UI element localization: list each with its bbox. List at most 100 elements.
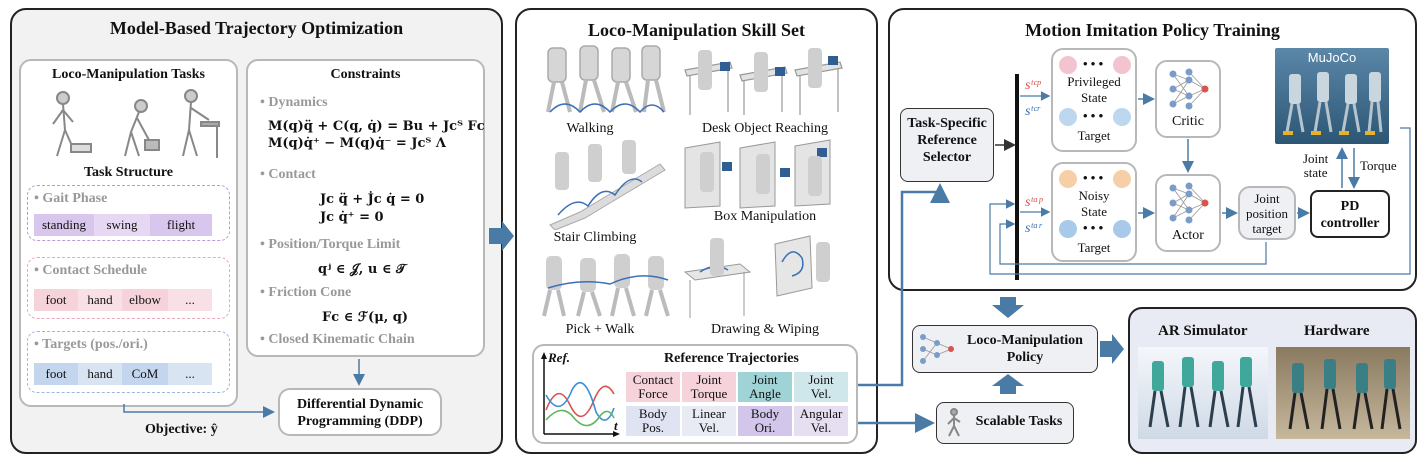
chip-line: Joint (808, 372, 834, 387)
contact-schedule-label: • Contact Schedule (34, 263, 148, 278)
policy-network-icon (920, 334, 954, 364)
reference-selector: Task-Specific Reference Selector (900, 108, 994, 182)
constraints-box: Constraints • Dynamics M(q)q̈ + C(q, q̇)… (246, 59, 485, 357)
chip-line: Angular (799, 406, 843, 421)
panel-title: Loco-Manipulation Skill Set (587, 20, 806, 40)
contact-chip: elbow (122, 289, 168, 311)
pd-line: controller (1320, 216, 1380, 231)
torque-label: Torque (1360, 158, 1397, 173)
policy-line: Policy (1006, 350, 1044, 365)
reference-title: Reference Trajectories (664, 351, 799, 366)
targets-label: • Targets (pos./ori.) (34, 337, 148, 352)
tasks-box: Loco-Manipulation Tasks Task Structure •… (19, 59, 238, 407)
scalable-label: Scalable Tasks (975, 414, 1063, 429)
target-chip: ... (168, 363, 212, 385)
joint-state-label: Joint state (1303, 152, 1328, 180)
ddp-line1: Differential Dynamic (296, 397, 424, 412)
target-chip: hand (78, 363, 122, 385)
jpt-line: position (1246, 206, 1288, 221)
chip-line: Vel. (810, 420, 832, 435)
state-label: State (1081, 90, 1107, 105)
friction-eq: Fc ∈ ℱ(μ, q) (322, 310, 408, 325)
chip-line: Body (638, 406, 668, 421)
jpt-line: Joint (1254, 191, 1280, 206)
chip-line: Body (750, 406, 780, 421)
target-dot (1059, 108, 1077, 126)
gait-phase-group: • Gait Phase standing swing flight (27, 185, 230, 241)
box-manipulation-figure (684, 139, 831, 209)
dynamics-label: • Dynamics (260, 95, 328, 110)
chip-line: Ori. (754, 420, 776, 435)
limit-label: • Position/Torque Limit (260, 237, 401, 252)
chip-line: Contact (632, 372, 674, 387)
hardware-robots (1288, 359, 1402, 430)
jpt-line: target (1252, 221, 1282, 236)
panel-title: Motion Imitation Policy Training (1025, 20, 1280, 40)
ar-simulator-title: AR Simulator (1158, 323, 1248, 339)
target-dot (1059, 220, 1077, 238)
time-axis-label: t (614, 418, 618, 433)
contact-eq: Jc q̈ + J̇c q̇ = 0 (320, 192, 425, 207)
limit-eq: qʲ ∈ 𝒥, u ∈ 𝒯 (318, 262, 406, 277)
critic-network: Critic (1155, 60, 1221, 138)
joint-state-line: Joint (1303, 151, 1329, 166)
scalable-tasks: Scalable Tasks (936, 402, 1074, 444)
neural-net-icon (1169, 182, 1209, 224)
target-label: Target (1077, 240, 1111, 255)
ellipsis: • • • (1083, 220, 1104, 235)
dynamics-impact-eq: M(q)q̇⁺ − M(q)q̇⁻ = Jcᵀ Λ (268, 136, 446, 151)
state-dot (1059, 56, 1077, 74)
mujoco-sim-image: MuJoCo (1275, 48, 1389, 144)
critic-input-box: • • • Privileged State • • • Target (1051, 48, 1137, 152)
target-dot (1113, 220, 1131, 238)
skill-stair-climbing: Stair Climbing (553, 230, 637, 245)
ddp-line2: Programming (DDP) (297, 414, 423, 429)
hardware-title: Hardware (1304, 323, 1370, 339)
joint-state-line: state (1303, 165, 1328, 180)
tasks-title: Loco-Manipulation Tasks (52, 67, 205, 82)
skill-drawing-wiping: Drawing & Wiping (710, 322, 820, 337)
contact-chip: foot (34, 289, 78, 311)
critic-label: Critic (1172, 114, 1204, 129)
contact-chip: ... (168, 289, 212, 311)
ellipsis: • • • (1083, 108, 1104, 123)
deployment-panel: AR Simulator Hardware (1128, 307, 1417, 454)
actor-reference-obs: sᵗᵃʳ (1025, 221, 1042, 236)
state-dot (1113, 170, 1131, 188)
contact-schedule-group: • Contact Schedule foot hand elbow ... (27, 257, 230, 319)
noisy-label: Noisy (1078, 188, 1110, 203)
actor-proprio-obs: sᵗᵃᵖ (1025, 195, 1043, 210)
mujoco-robots (1283, 72, 1383, 135)
objective-label: Objective: ŷ (145, 422, 218, 437)
actor-label: Actor (1172, 228, 1204, 243)
chip-line: Joint (752, 372, 778, 387)
contact-chip: hand (78, 289, 122, 311)
stair-climbing-figure (549, 140, 666, 230)
chip-line: Pos. (641, 420, 665, 435)
walking-person-icon (947, 408, 961, 437)
policy-line: Loco-Manipulation (967, 333, 1083, 348)
contact-label: • Contact (260, 167, 316, 182)
panel-title: Model-Based Trajectory Optimization (109, 18, 404, 38)
observation-bar (1015, 74, 1019, 280)
humanoid-task-figures (52, 89, 220, 158)
skill-desk-reaching: Desk Object Reaching (702, 121, 828, 136)
state-label: State (1081, 204, 1107, 219)
chip-line: Joint (696, 372, 722, 387)
state-dot (1113, 56, 1131, 74)
targets-group: • Targets (pos./ori.) foot hand CoM ... (27, 331, 230, 393)
constraints-title: Constraints (330, 67, 401, 82)
skill-walking: Walking (566, 121, 614, 136)
closed-chain-label: • Closed Kinematic Chain (260, 332, 415, 347)
skill-box-manipulation: Box Manipulation (713, 209, 817, 224)
friction-label: • Friction Cone (260, 285, 352, 300)
mujoco-label: MuJoCo (1307, 50, 1357, 65)
target-chip: CoM (122, 363, 168, 385)
dynamics-eq: M(q)q̈ + C(q, q̇) = Bu + Jcᵀ Fc (268, 119, 485, 134)
